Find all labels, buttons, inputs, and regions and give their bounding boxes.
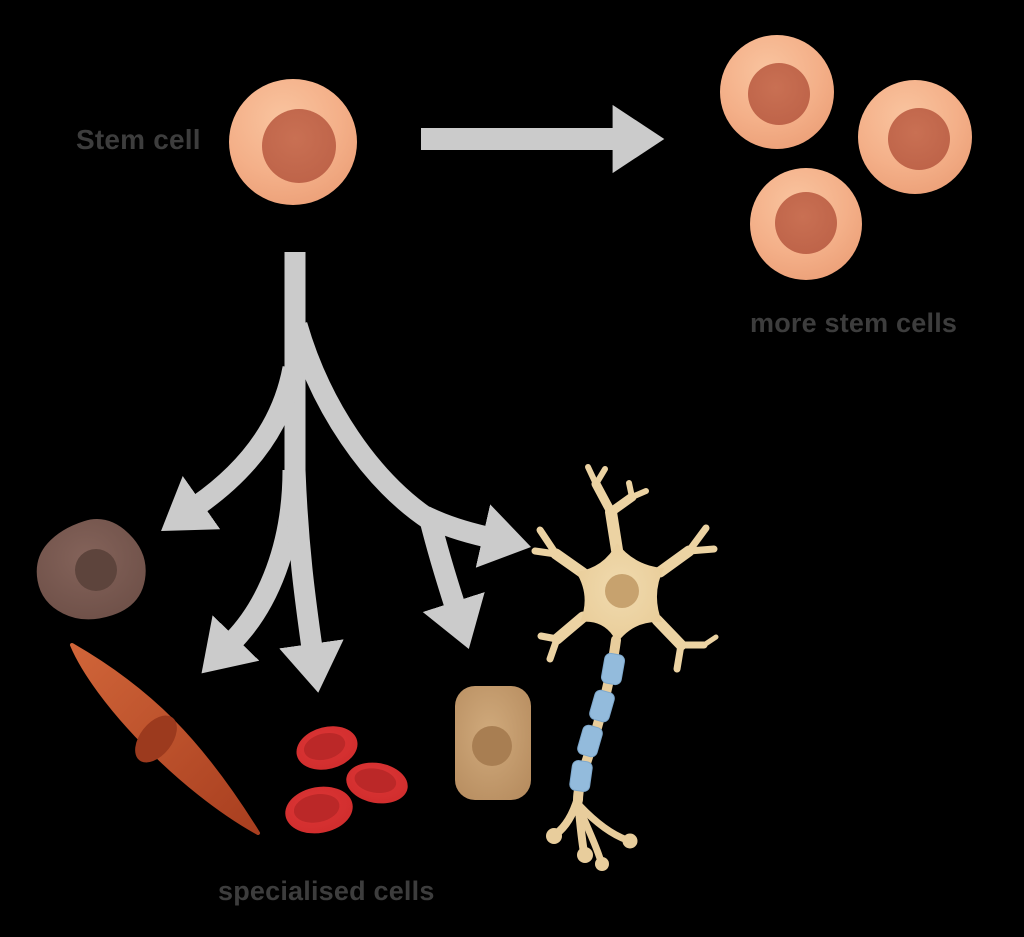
myelin-sheath-icon bbox=[569, 652, 626, 792]
stem-cell-nucleus bbox=[262, 109, 336, 183]
branch-arrow-to-dark-cell bbox=[161, 365, 304, 531]
branch-arrow-to-neuron bbox=[420, 504, 532, 568]
stem-cell-nucleus bbox=[748, 63, 810, 125]
epithelial-cell-icon bbox=[455, 686, 531, 800]
specialised-cells-label: specialised cells bbox=[218, 876, 435, 906]
branch-arrow-to-epithelial-cell bbox=[419, 517, 485, 649]
dark-round-cell-icon bbox=[36, 519, 146, 620]
red-blood-cell bbox=[346, 762, 408, 804]
red-blood-cell bbox=[285, 786, 353, 834]
branch-arrow-to-red-blood-cells bbox=[279, 469, 344, 693]
muscle-cell-nucleus bbox=[135, 715, 177, 763]
stem-cell-icon bbox=[750, 168, 862, 280]
stem-cell-icon bbox=[720, 35, 834, 149]
red-blood-cells-icon bbox=[285, 726, 408, 834]
neuron-nucleus bbox=[605, 574, 639, 608]
more-stem-cells-group bbox=[720, 35, 972, 280]
muscle-cell-icon bbox=[70, 643, 260, 835]
red-blood-cell bbox=[296, 726, 358, 770]
branch-arrow-to-muscle-cell bbox=[201, 469, 304, 674]
differentiation-branching-arrows bbox=[161, 252, 532, 693]
epithelial-cell-nucleus bbox=[472, 726, 512, 766]
dark-round-cell-nucleus bbox=[75, 549, 117, 591]
stem-cell-nucleus bbox=[888, 108, 950, 170]
neuron-dendrites bbox=[531, 464, 719, 673]
stem-cell-label: Stem cell bbox=[76, 124, 201, 155]
branch-right-limb bbox=[286, 322, 436, 529]
more-stem-cells-label: more stem cells bbox=[750, 308, 958, 338]
neuron-icon bbox=[531, 464, 719, 871]
stem-cell-icon bbox=[229, 79, 357, 205]
stem-cell-nucleus bbox=[775, 192, 837, 254]
stem-cell-icon bbox=[858, 80, 972, 194]
neuron-axon-terminals bbox=[546, 828, 638, 871]
